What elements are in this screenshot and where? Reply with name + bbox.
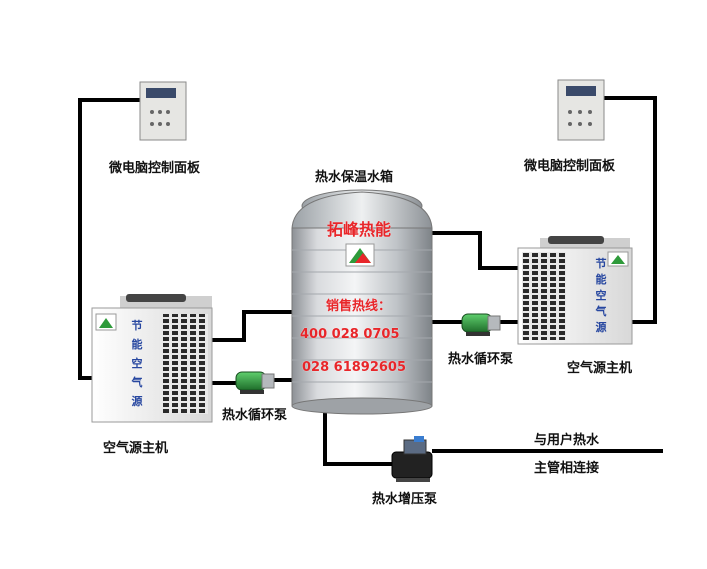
- tank-brand-text: 拓峰热能: [327, 220, 392, 239]
- heat-pump-left-label: 空气源主机: [103, 441, 169, 456]
- unit-right-char: 节: [595, 257, 607, 270]
- control-panel-right-label: 微电脑控制面板: [524, 159, 616, 174]
- unit-right-char: 源: [595, 321, 607, 334]
- air-source-unit-right: [517, 236, 633, 345]
- circ-pump-right-label: 热水循环泵: [448, 352, 514, 367]
- user-connection-label-2: 主管相连接: [534, 461, 600, 476]
- heat-pump-right-label: 空气源主机: [567, 361, 633, 376]
- unit-left-char: 源: [131, 395, 143, 408]
- unit-right-vertical-text: 节 能 空 气 源: [593, 256, 609, 336]
- air-source-unit-left: [91, 294, 213, 423]
- control-panel-left-label: 微电脑控制面板: [109, 161, 201, 176]
- user-connection-label-1: 与用户热水: [534, 433, 600, 448]
- tank-phone-2: 028 61892605: [302, 360, 407, 375]
- tank-logo: [345, 243, 375, 267]
- circulation-pump-left: [235, 371, 275, 394]
- tank-hotline-label: 销售热线：: [326, 299, 392, 314]
- circ-pump-left-label: 热水循环泵: [222, 408, 288, 423]
- pipe-right-upper: [432, 231, 520, 270]
- booster-pump: [391, 436, 433, 482]
- pipe-outlet: [323, 412, 392, 466]
- pipe-left-upper: [210, 310, 296, 342]
- unit-left-char: 空: [131, 357, 143, 370]
- control-panel-left: [139, 81, 187, 141]
- unit-right-char: 空: [595, 289, 607, 302]
- booster-pump-label: 热水增压泵: [372, 492, 438, 507]
- pipe-right-panel: [602, 96, 657, 324]
- tank-phone-1: 400 028 0705: [300, 327, 400, 342]
- tank-label: 热水保温水箱: [315, 170, 394, 185]
- circulation-pump-right: [461, 313, 501, 336]
- unit-left-char: 能: [131, 338, 143, 351]
- unit-right-char: 气: [595, 305, 607, 318]
- unit-right-char: 能: [595, 273, 607, 286]
- unit-left-vertical-text: 节 能 空 气 源: [129, 316, 145, 411]
- hot-water-tank: [291, 189, 433, 415]
- control-panel-right: [557, 79, 605, 141]
- unit-left-char: 节: [131, 319, 143, 332]
- unit-left-char: 气: [131, 376, 143, 389]
